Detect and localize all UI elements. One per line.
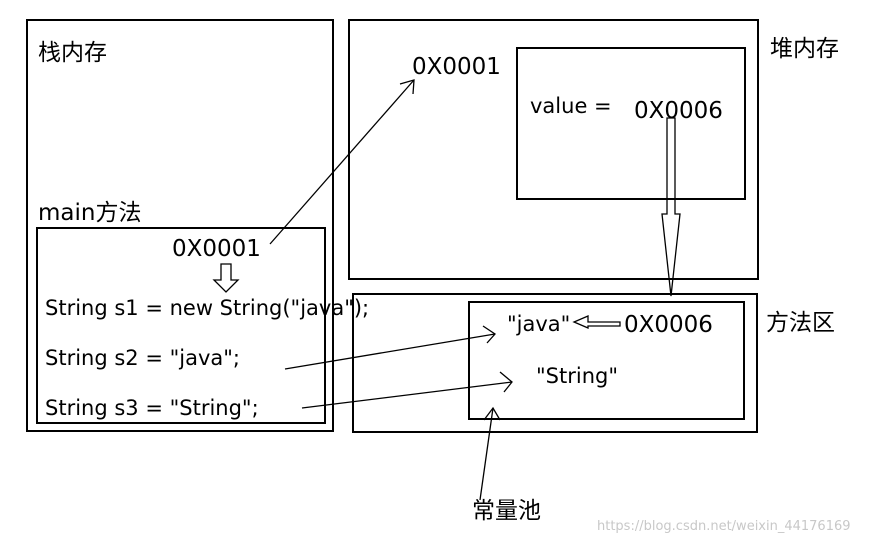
hollow-left-arrow <box>572 315 621 329</box>
stack-ref-address: 0X0001 <box>172 236 261 262</box>
heap-object-box <box>516 47 746 200</box>
pool-arrow-line <box>479 407 494 501</box>
method-area-box <box>352 293 758 433</box>
value-address: 0X0006 <box>634 98 723 124</box>
s3-arrow-head <box>499 371 513 393</box>
code-line-s3: String s3 = "String"; <box>45 396 259 420</box>
heap-memory-box <box>348 19 759 280</box>
constant-pool-label: 常量池 <box>472 498 541 524</box>
main-method-box <box>36 227 326 424</box>
stack-memory-title: 栈内存 <box>38 40 107 66</box>
constant-pool-box <box>468 301 745 420</box>
code-line-s1: String s1 = new String("java"); <box>45 296 370 320</box>
s3-arrow-line <box>301 381 513 409</box>
watermark: https://blog.csdn.net/weixin_44176169 <box>597 519 851 534</box>
value-label: value = <box>530 94 612 118</box>
hollow-value-arrow <box>661 117 681 297</box>
ref-arrow-line <box>269 79 415 245</box>
hollow-down-arrow <box>212 263 240 293</box>
heap-memory-title: 堆内存 <box>770 36 839 62</box>
java-literal: "java" <box>507 312 571 336</box>
ref-arrow-head <box>399 79 415 95</box>
main-method-title: main方法 <box>38 200 142 226</box>
pool-arrow-head <box>483 406 501 421</box>
s2-arrow-line <box>284 333 496 370</box>
stack-memory-box <box>26 19 334 432</box>
s2-arrow-head <box>482 325 496 344</box>
java-literal-address: 0X0006 <box>624 312 713 338</box>
heap-object-address: 0X0001 <box>412 54 501 80</box>
method-area-title: 方法区 <box>766 310 835 336</box>
string-literal: "String" <box>536 364 618 388</box>
code-line-s2: String s2 = "java"; <box>45 346 240 370</box>
